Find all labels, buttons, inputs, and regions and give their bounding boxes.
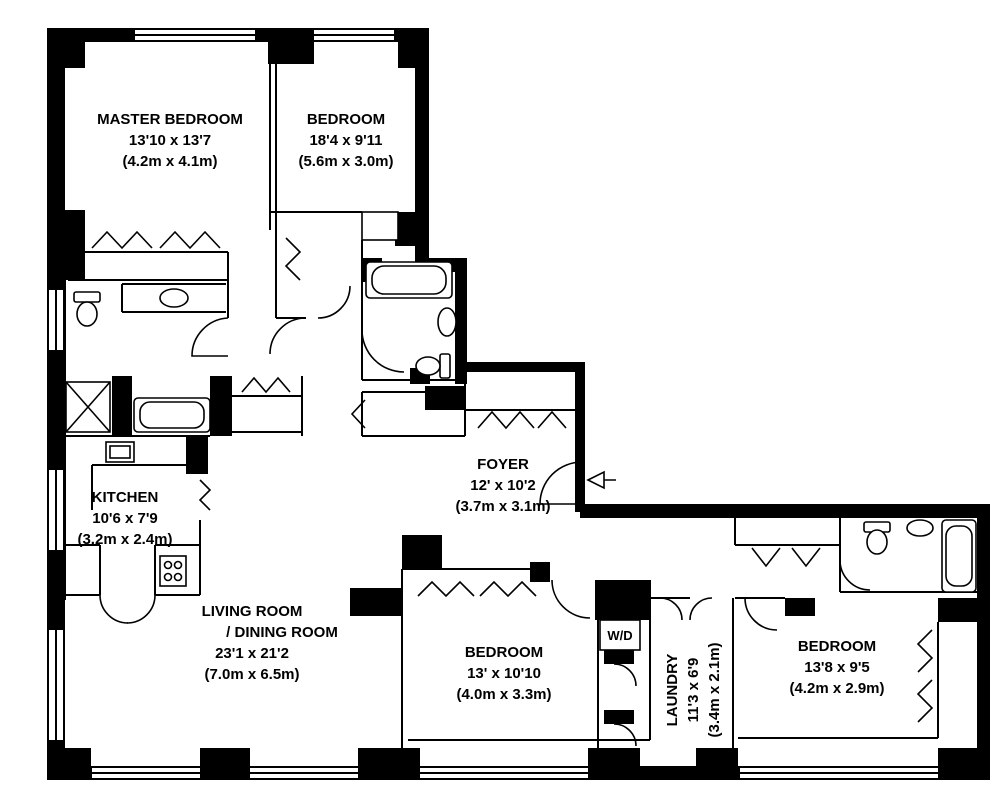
master-bedroom-label: MASTER BEDROOM 13'10 x 13'7 (4.2m x 4.1m… (97, 111, 243, 170)
master-bedroom-dim-metric: (4.2m x 4.1m) (122, 153, 217, 170)
bathtub-icon (365, 261, 453, 299)
toilet-icon (73, 291, 101, 327)
laundry-dim-metric: (3.4m x 2.1m) (706, 642, 723, 737)
bedroom-north-dim-imperial: 18'4 x 9'11 (309, 132, 382, 149)
interior-walls (64, 60, 990, 766)
bedroom-east-dim-imperial: 13'8 x 9'5 (804, 659, 870, 676)
bedroom-north-name: BEDROOM (307, 111, 385, 128)
washer-dryer-label: W/D (607, 628, 632, 643)
master-bedroom-dim-imperial: 13'10 x 13'7 (129, 132, 211, 149)
living-dining-dim-metric: (7.0m x 6.5m) (204, 666, 299, 683)
bedroom-center-name: BEDROOM (465, 644, 543, 661)
foyer-dim-metric: (3.7m x 3.1m) (455, 498, 550, 515)
stove-icon (159, 555, 187, 587)
bedroom-east-label: BEDROOM 13'8 x 9'5 (4.2m x 2.9m) (789, 638, 884, 697)
toilet-icon (863, 521, 891, 555)
foyer-label: FOYER 12' x 10'2 (3.7m x 3.1m) (455, 456, 550, 515)
kitchen-dim-metric: (3.2m x 2.4m) (77, 531, 172, 548)
kitchen-dim-imperial: 10'6 x 7'9 (92, 510, 158, 527)
sink-icon (159, 288, 189, 308)
toilet-icon (415, 353, 451, 379)
dining-room-name: / DINING ROOM (226, 624, 338, 641)
living-room-name: LIVING ROOM (202, 603, 303, 620)
kitchen-label: KITCHEN 10'6 x 7'9 (3.2m x 2.4m) (77, 489, 172, 548)
laundry-dim-imperial: 11'3 x 6'9 (685, 658, 702, 723)
sink-icon (906, 519, 934, 537)
living-dining-label: LIVING ROOM / DINING ROOM 23'1 x 21'2 (7… (202, 603, 338, 683)
sink-icon (437, 307, 457, 337)
foyer-dim-imperial: 12' x 10'2 (470, 477, 536, 494)
fixtures (65, 261, 977, 593)
bedroom-east-name: BEDROOM (798, 638, 876, 655)
foyer-name: FOYER (477, 456, 529, 473)
laundry-name: LAUNDRY (664, 654, 681, 727)
doors (91, 230, 934, 747)
bedroom-center-label: BEDROOM 13' x 10'10 (4.0m x 3.3m) (456, 644, 551, 703)
bedroom-center-dim-imperial: 13' x 10'10 (467, 665, 541, 682)
shower-icon (65, 381, 111, 433)
bedroom-north-dim-metric: (5.6m x 3.0m) (298, 153, 393, 170)
kitchen-sink-icon (105, 441, 135, 463)
bathtub-icon (133, 397, 211, 433)
bedroom-north-label: BEDROOM 18'4 x 9'11 (5.6m x 3.0m) (298, 111, 393, 170)
bathtub-icon (941, 519, 977, 593)
exterior-walls (47, 28, 990, 780)
laundry-label: LAUNDRY 11'3 x 6'9 (3.4m x 2.1m) (664, 642, 723, 737)
room-labels: MASTER BEDROOM 13'10 x 13'7 (4.2m x 4.1m… (77, 111, 884, 738)
living-dining-dim-imperial: 23'1 x 21'2 (215, 645, 289, 662)
bedroom-center-dim-metric: (4.0m x 3.3m) (456, 686, 551, 703)
bedroom-east-dim-metric: (4.2m x 2.9m) (789, 680, 884, 697)
master-bedroom-name: MASTER BEDROOM (97, 111, 243, 128)
kitchen-name: KITCHEN (92, 489, 159, 506)
